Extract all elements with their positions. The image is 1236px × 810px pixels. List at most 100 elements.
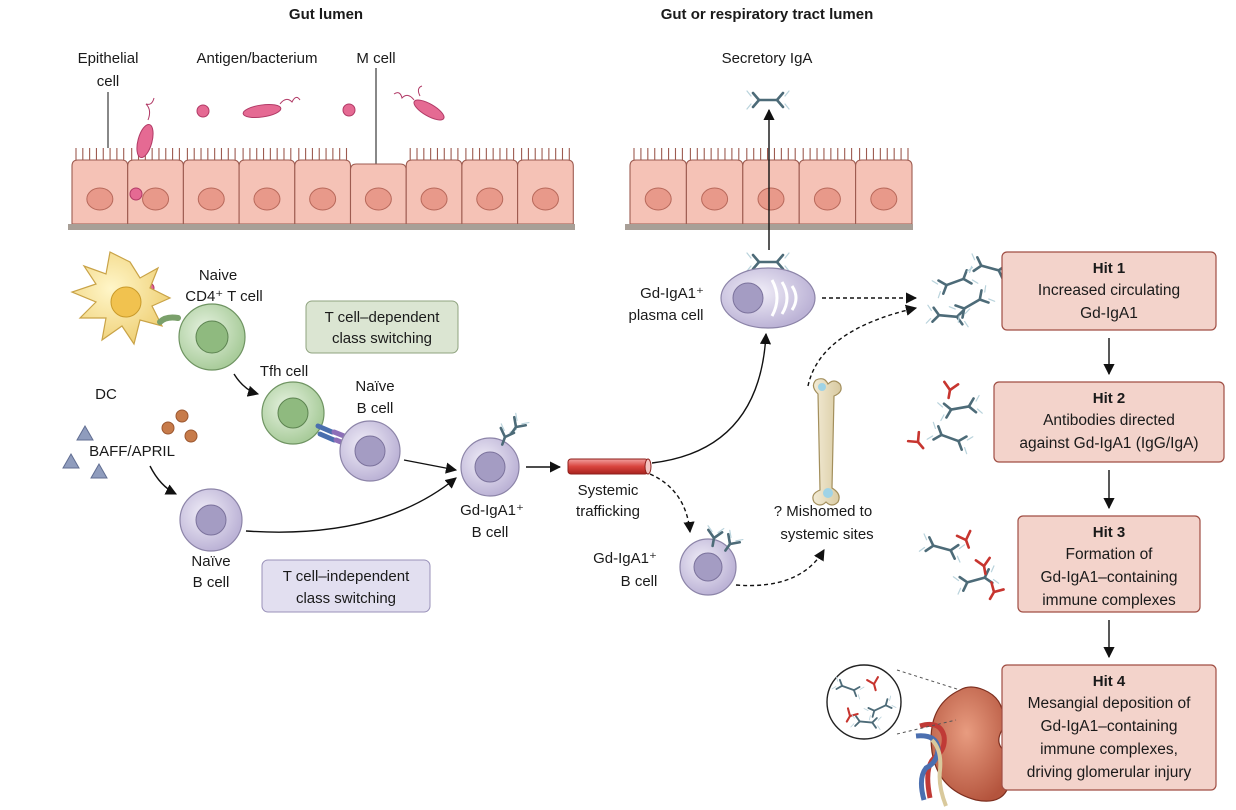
t-independent-label-1: T cell–independent <box>283 568 410 585</box>
hit-4-line-3: immune complexes, <box>1040 741 1178 758</box>
hit-title-2: Hit 2 <box>1093 390 1126 407</box>
hit-3-line-1: Formation of <box>1065 546 1153 563</box>
baff-april-label: BAFF/APRIL <box>89 443 175 460</box>
ureter <box>930 738 948 807</box>
epiL-cell-nucleus-3 <box>253 187 281 211</box>
gdb-low-label-2: B cell <box>621 573 658 590</box>
april-dot-3 <box>184 429 198 443</box>
flagellum-3 <box>393 85 423 101</box>
trafficking-label-2: trafficking <box>576 503 640 520</box>
hit-3-line-2: Gd-IgA1–containing <box>1040 569 1177 586</box>
naive-t-cell-nucleus <box>195 320 229 354</box>
t-dependent-label-2: class switching <box>332 330 432 347</box>
epiL-cell-nucleus-5 <box>364 187 392 211</box>
naive-t-cell <box>157 303 246 371</box>
gdb-mid-nucleus <box>474 451 506 483</box>
magnifier-line-1 <box>896 669 961 691</box>
bacterium-3 <box>413 99 445 121</box>
tfh-cell <box>261 381 349 447</box>
hit-1-line-1: Increased circulating <box>1038 282 1180 299</box>
dc-nucleus <box>110 286 142 318</box>
gut-epithelium <box>71 148 574 225</box>
gd-iga1-b-cell-low <box>679 524 745 596</box>
april-dot-2 <box>161 421 175 435</box>
epithelial-cell-label-2: cell <box>97 73 120 90</box>
secretory-iga-molecule <box>745 89 791 111</box>
epiL-cell-nucleus-4 <box>309 187 337 211</box>
hit-1-line-2: Gd-IgA1 <box>1080 305 1138 322</box>
hit-box-frame-3 <box>1017 515 1201 613</box>
renal-artery <box>919 721 947 799</box>
naive-b-top-label-1: Naïve <box>355 378 394 395</box>
dc-label: DC <box>95 386 117 403</box>
hit2-iga-2 <box>925 421 975 455</box>
epiL-cell-4 <box>294 148 352 225</box>
mishomed-label-2: systemic sites <box>780 526 873 543</box>
hit-box-frame-1 <box>1001 251 1217 331</box>
gdb-low-label-1: Gd-IgA1⁺ <box>593 550 657 567</box>
t-to-tfh-arrow <box>233 373 260 397</box>
baff-april-molecules <box>62 409 198 479</box>
bacterium-2 <box>242 103 282 119</box>
epiR-cell-nucleus-3 <box>813 187 841 211</box>
tfh-label: Tfh cell <box>260 363 308 380</box>
epiL-microvilli-6 <box>409 148 459 160</box>
april-dot-1 <box>175 409 189 423</box>
epiR-cell-3 <box>798 148 857 225</box>
epiL-microvilli-8 <box>521 148 570 160</box>
epiL-microvilli-3 <box>242 148 292 160</box>
hit-4-line-2: Gd-IgA1–containing <box>1040 718 1177 735</box>
gdb-low-to-systemic-arrow <box>735 549 825 587</box>
bone <box>812 378 842 506</box>
hit3-igg-3 <box>974 556 994 577</box>
hit-title-3: Hit 3 <box>1093 524 1126 541</box>
epiL-cell-1 <box>127 148 184 225</box>
t-dependent-box <box>305 300 459 354</box>
hit-title-4: Hit 4 <box>1093 673 1126 690</box>
hit1-iga-1 <box>930 265 980 299</box>
epiR-microvilli-1 <box>689 148 740 160</box>
gdb-low-nucleus <box>693 552 723 582</box>
antigen-label: Antigen/bacterium <box>197 50 318 67</box>
hit-box-frame-4 <box>1001 664 1217 791</box>
trafficking-label-1: Systemic <box>578 482 639 499</box>
hit2-igg-2 <box>906 430 930 454</box>
naive-b-bottom-label-1: Naïve <box>191 553 230 570</box>
naive-b-top-nucleus <box>354 435 386 467</box>
t-independent-label-2: class switching <box>296 590 396 607</box>
epiL-microvilli-7 <box>465 148 515 160</box>
renal-vein <box>915 733 941 801</box>
plasma-cell <box>720 267 816 329</box>
dc-to-naive-b-arrow <box>149 465 178 495</box>
bone-shaft <box>812 378 842 506</box>
naive-t-label-2: CD4⁺ T cell <box>185 288 262 305</box>
epiR-cell-nucleus-4 <box>870 187 898 211</box>
resp-epithelium <box>629 148 913 225</box>
secretory-iga-label: Secretory IgA <box>722 50 813 67</box>
bone-marrow-top <box>818 383 826 391</box>
epiR-cell-0 <box>629 148 687 225</box>
tfh-receptors <box>315 423 337 443</box>
baff-triangle-2 <box>62 452 80 469</box>
mishomed-label-1: ? Mishomed to <box>774 503 872 520</box>
epiR-microvilli-3 <box>802 148 853 160</box>
vessel-to-plasma-arrow <box>651 332 772 464</box>
hit1-antibodies <box>924 252 1014 329</box>
plasma-er <box>770 279 798 317</box>
magnifier-line-2 <box>896 719 957 735</box>
bone-marrow-bottom <box>823 488 833 498</box>
epiL-cell-nucleus-0 <box>86 187 114 211</box>
epiL-cell-7 <box>461 148 519 225</box>
baff-triangle-1 <box>76 424 94 441</box>
plasma-label-2: plasma cell <box>628 307 703 324</box>
epiL-microvilli-0 <box>75 148 125 160</box>
tfh-cell-nucleus <box>277 397 309 429</box>
naive-b-cell-bottom <box>179 488 243 552</box>
epiL-cell-5 <box>349 163 407 225</box>
epiR-cell-1 <box>685 148 744 225</box>
hit3-antibodies <box>918 529 1005 604</box>
